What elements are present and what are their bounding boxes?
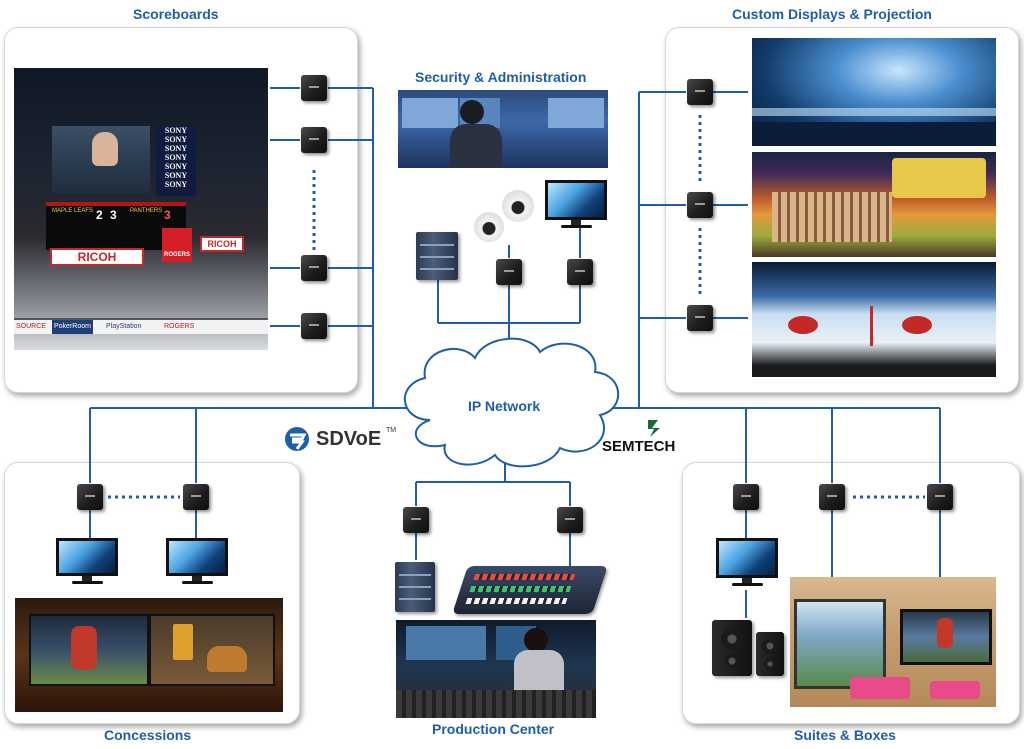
speaker-icon-right (756, 632, 784, 676)
production-server-icon (395, 562, 435, 612)
ip-network-label: IP Network (468, 398, 541, 414)
scoreboard-endpoint-3 (301, 255, 327, 281)
scoreboard-endpoint-4 (301, 313, 327, 339)
sdvoe-logo: SDVoE TM (283, 425, 403, 453)
scoreboard-arena-photo: SONY SONY SONY SONY SONY SONY SONY MAPLE… (14, 68, 268, 350)
concessions-monitor-1 (56, 538, 118, 586)
ip-network-cloud (404, 337, 620, 468)
production-title: Production Center (432, 721, 555, 737)
player-face (92, 132, 118, 166)
suites-endpoint-1 (733, 484, 759, 510)
security-control-room-photo (398, 90, 608, 168)
projection-photo-3 (752, 262, 996, 377)
ad-pokerroom: PokerRoom (52, 320, 93, 334)
ad-boards: SOURCE PokerRoom PlayStation ROGERS (14, 318, 268, 334)
scoreboard-endpoint-2 (301, 127, 327, 153)
production-endpoint-1 (403, 507, 429, 533)
semtech-mark-icon (648, 420, 660, 437)
sdvoe-tm: TM (386, 427, 397, 434)
security-monitor-right (548, 98, 604, 128)
ad-playstation: PlayStation (106, 323, 142, 330)
sony-text-3: SONY (164, 144, 188, 153)
scoreboard-endpoint-1 (301, 75, 327, 101)
period: 3 (164, 208, 171, 222)
production-switcher-icon (452, 566, 608, 614)
home-score: 2 (96, 208, 103, 222)
security-endpoint-1 (496, 259, 522, 285)
operator-body (450, 124, 502, 168)
concessions-endpoint-2 (183, 484, 209, 510)
speaker-icon-left (712, 620, 752, 676)
concessions-monitor-2 (166, 538, 228, 586)
suites-monitor (716, 538, 778, 588)
suite-wall-screen (900, 609, 992, 665)
concessions-menu-boards-photo (15, 598, 283, 712)
ad-source: SOURCE (16, 323, 46, 330)
projection-endpoint-1 (687, 79, 713, 105)
semtech-logo: SEMTECH (602, 418, 712, 455)
security-server-icon (416, 232, 458, 280)
operator-head (460, 100, 484, 124)
suites-endpoint-3 (927, 484, 953, 510)
home-team: MAPLE LEAFS (52, 208, 94, 214)
custom-displays-title: Custom Displays & Projection (732, 6, 932, 22)
sony-text-1: SONY (164, 126, 188, 135)
production-center-photo (396, 620, 596, 718)
production-endpoint-2 (557, 507, 583, 533)
semtech-text: SEMTECH (602, 438, 676, 455)
scoreboards-title: Scoreboards (133, 6, 219, 22)
ad-rogers: ROGERS (164, 323, 195, 330)
sony-text-7: SONY (164, 180, 188, 189)
sony-text-4: SONY (164, 153, 188, 162)
sony-text-2: SONY (164, 135, 188, 144)
projection-endpoint-3 (687, 305, 713, 331)
sdvoe-text: SDVoE (316, 428, 382, 450)
security-camera-icon-1 (474, 212, 504, 242)
security-title: Security & Administration (415, 69, 587, 85)
ricoh-banner-right: RICOH (200, 236, 244, 252)
suites-title: Suites & Boxes (794, 727, 896, 743)
sony-text-6: SONY (164, 171, 188, 180)
sony-panel: SONY SONY SONY SONY SONY SONY SONY (156, 126, 196, 196)
suite-lounge-photo (790, 577, 996, 707)
projection-photo-1 (752, 38, 996, 146)
projection-endpoint-2 (687, 192, 713, 218)
concessions-title: Concessions (104, 727, 192, 743)
away-score: 3 (110, 208, 117, 222)
security-endpoint-2 (567, 259, 593, 285)
security-monitor-left (402, 98, 458, 128)
away-team: PANTHERS (130, 208, 163, 214)
security-monitor-icon (545, 180, 607, 230)
concessions-screen-food (149, 614, 275, 686)
concessions-screen-football (29, 614, 149, 686)
suites-endpoint-2 (819, 484, 845, 510)
security-camera-icon-2 (502, 190, 534, 222)
sdvoe-mark-icon (285, 427, 309, 451)
ricoh-banner: RICOH (50, 248, 144, 266)
concessions-endpoint-1 (77, 484, 103, 510)
sony-text-5: SONY (164, 162, 188, 171)
rogers-banner: ROGERS (162, 228, 192, 262)
projection-photo-2 (752, 152, 996, 257)
